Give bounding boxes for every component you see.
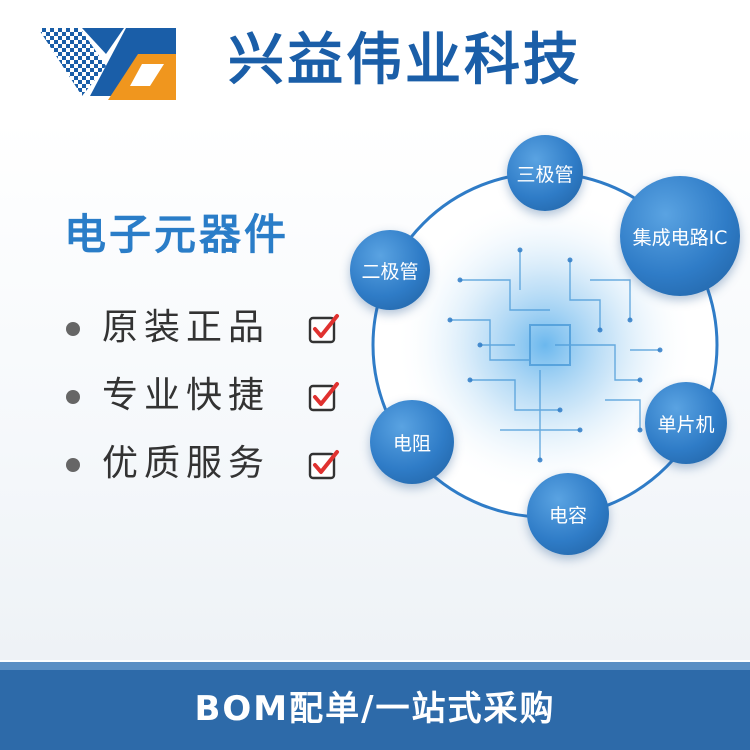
- feature-label: 专业快捷: [102, 375, 271, 416]
- feature-item: 专业快捷: [64, 368, 364, 436]
- category-title: 电子元器件: [64, 210, 290, 259]
- company-logo-icon: [38, 28, 176, 100]
- footer-banner: BOM配单/一站式采购: [0, 662, 750, 750]
- feature-label: 优质服务: [102, 443, 271, 484]
- bubble-capacitor: 电容: [527, 473, 609, 555]
- header: 兴益伟业科技: [0, 0, 750, 120]
- bubble-resistor: 电阻: [370, 400, 454, 484]
- bubble-transistor: 三极管: [507, 135, 583, 211]
- bullet-icon: [66, 390, 80, 404]
- feature-item: 优质服务: [64, 436, 364, 504]
- bullet-icon: [66, 458, 80, 472]
- feature-label: 原装正品: [102, 307, 271, 348]
- bubble-ic: 集成电路IC: [620, 176, 740, 296]
- checkbox-check-icon: [308, 450, 339, 480]
- company-name: 兴益伟业科技: [228, 28, 582, 93]
- footer-text: BOM配单/一站式采购: [194, 689, 556, 729]
- feature-item: 原装正品: [64, 300, 364, 368]
- bullet-icon: [66, 322, 80, 336]
- footer-accent-band: [0, 662, 750, 670]
- bubble-diode: 二极管: [350, 230, 430, 310]
- checkbox-check-icon: [308, 382, 339, 412]
- checkbox-check-icon: [308, 314, 339, 344]
- feature-list: 原装正品 专业快捷 优质服务: [64, 300, 364, 504]
- component-diagram: 三极管 集成电路IC 二极管 单片机 电阻 电容: [340, 130, 740, 570]
- bubble-mcu: 单片机: [645, 382, 727, 464]
